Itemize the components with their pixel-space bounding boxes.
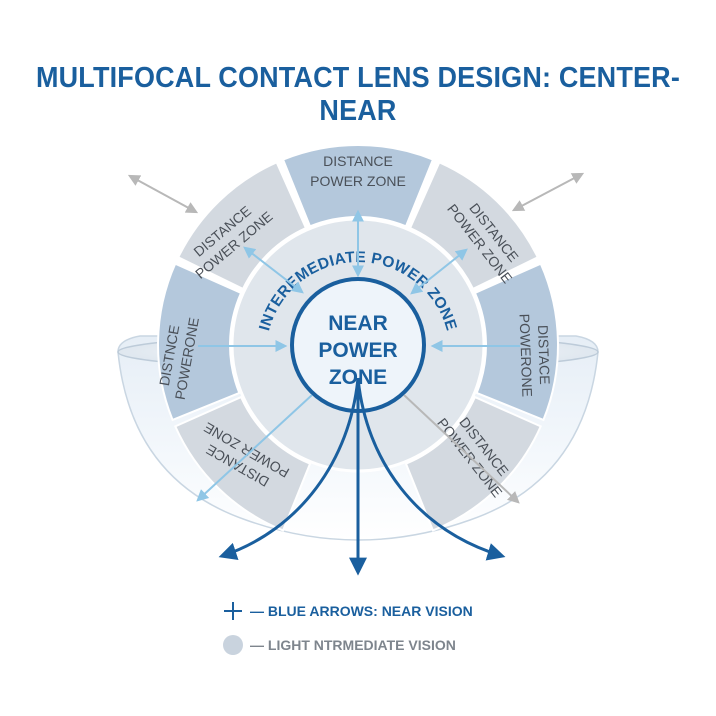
segment-top bbox=[281, 144, 435, 228]
svg-text:POWERONE: POWERONE bbox=[517, 313, 536, 397]
near-zone-label-1: NEAR bbox=[328, 312, 388, 335]
distance-arrow-upper-left bbox=[127, 174, 199, 214]
page-title: MULTIFOCAL CONTACT LENS DESIGN: CENTER-N… bbox=[35, 62, 681, 127]
near-zone-label-2: POWER bbox=[318, 339, 397, 362]
segment-upper-right bbox=[408, 160, 540, 291]
segment-lower-right bbox=[404, 395, 543, 532]
near-arrow-left bbox=[218, 377, 360, 560]
legend-intermediate: — LIGHT NTRMEDIATE VISION bbox=[222, 634, 456, 656]
near-arrow-right bbox=[356, 377, 506, 561]
zone-label-right: DISTACE POWERONE bbox=[517, 313, 553, 397]
legend-near: — BLUE ARROWS: NEAR VISION bbox=[222, 600, 473, 622]
distance-zones-ring bbox=[157, 144, 559, 532]
near-zone-label-3: ZONE bbox=[329, 366, 387, 389]
legend-near-label: — BLUE ARROWS: NEAR VISION bbox=[250, 603, 473, 619]
intermediate-arrow-lower-left bbox=[196, 394, 313, 502]
arrows bbox=[127, 172, 585, 576]
segment-lower-left bbox=[173, 395, 312, 532]
intermediate-arrow-upper-right bbox=[410, 248, 468, 295]
distance-arrow-upper-right bbox=[511, 172, 585, 212]
segment-left bbox=[157, 262, 243, 422]
segment-right bbox=[473, 262, 559, 422]
intermediate-arrow-upper-left bbox=[243, 246, 304, 294]
svg-text:DISTACE: DISTACE bbox=[535, 325, 553, 385]
circle-icon bbox=[222, 634, 244, 656]
zone-label-top: DISTANCE POWER ZONE bbox=[310, 153, 406, 189]
distance-arrow-lower-right bbox=[403, 394, 520, 504]
svg-text:DISTANCE: DISTANCE bbox=[323, 153, 393, 169]
plus-icon bbox=[222, 600, 244, 622]
svg-text:POWER ZONE: POWER ZONE bbox=[310, 173, 406, 189]
legend-intermediate-label: — LIGHT NTRMEDIATE VISION bbox=[250, 637, 456, 653]
